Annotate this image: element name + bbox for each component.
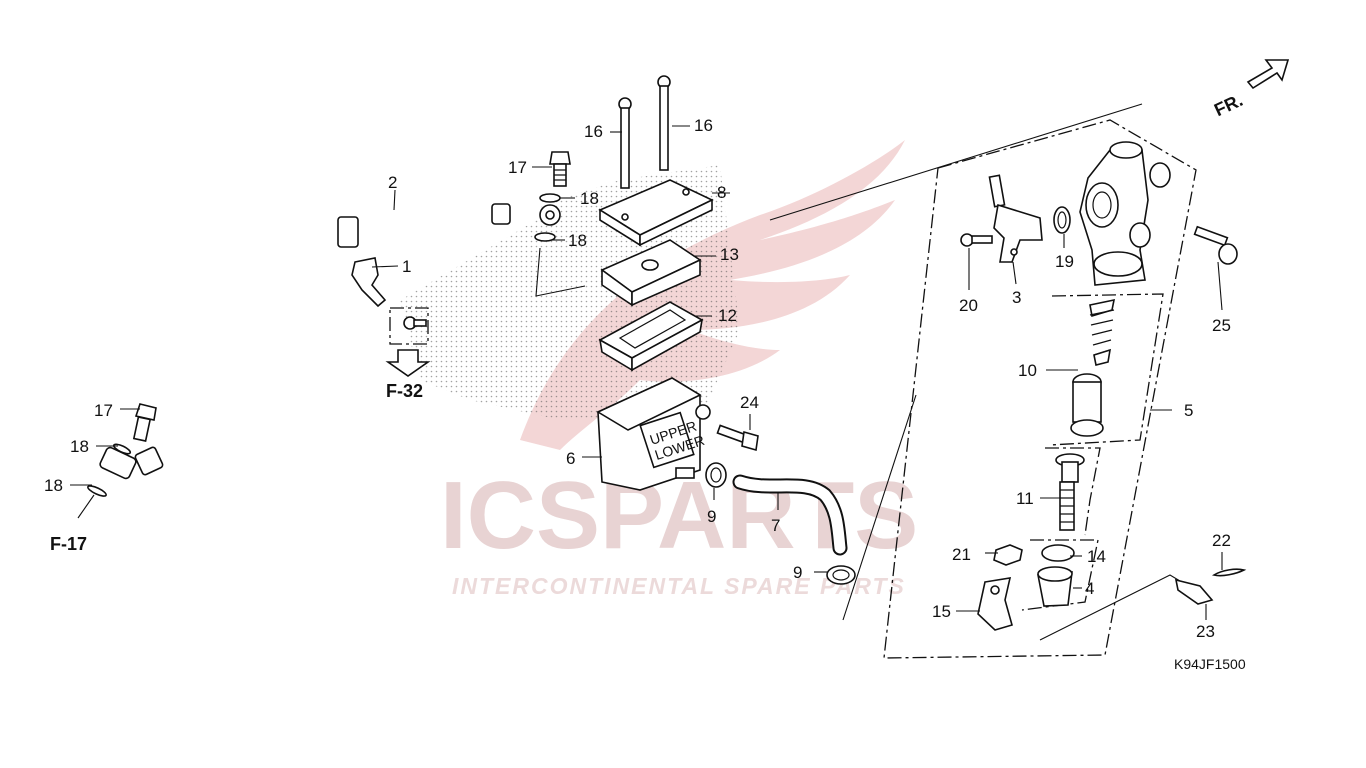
oil-bolt-lower	[132, 403, 157, 442]
lock-nut	[993, 544, 1023, 566]
callout-5: 5	[1184, 401, 1193, 420]
callout-1: 1	[402, 257, 411, 276]
leader-lines	[70, 125, 1223, 620]
front-direction-indicator: FR.	[1211, 59, 1290, 120]
diaphragm-plate	[600, 239, 702, 307]
callout-13: 13	[720, 245, 739, 264]
cotter-pin	[1211, 568, 1247, 577]
callout-21: 21	[952, 545, 971, 564]
master-cylinder-body	[1079, 141, 1171, 286]
callout-9-lower: 9	[793, 563, 802, 582]
reference-f17[interactable]: F-17	[50, 534, 87, 554]
mounting-screw	[389, 307, 429, 345]
callout-15: 15	[932, 602, 951, 621]
oil-bolt-upper	[549, 151, 571, 187]
reservoir: UPPER LOWER	[596, 377, 711, 491]
front-direction-label: FR.	[1211, 90, 1246, 120]
f32-arrow	[385, 349, 431, 377]
joint-fitting	[988, 174, 1043, 263]
callout-9-upper: 9	[707, 507, 716, 526]
reference-f32[interactable]: F-32	[386, 381, 423, 401]
callout-4: 4	[1085, 579, 1094, 598]
diagram-code: K94JF1500	[1174, 656, 1246, 672]
callout-18-lower-a: 18	[70, 437, 89, 456]
banjo-fitting-lower	[99, 446, 137, 480]
callout-19: 19	[1055, 252, 1074, 271]
o-ring	[1053, 206, 1071, 234]
callout-17-lower: 17	[94, 401, 113, 420]
callout-24: 24	[740, 393, 759, 412]
reservoir-cap	[598, 179, 714, 247]
callout-3: 3	[1012, 288, 1021, 307]
callout-17-upper: 17	[508, 158, 527, 177]
joint-screw	[960, 233, 993, 247]
callout-16-left: 16	[584, 122, 603, 141]
push-rod	[1055, 453, 1085, 531]
reservoir-bolts	[618, 75, 671, 189]
callout-18-lower-b: 18	[44, 476, 63, 495]
diaphragm	[598, 301, 704, 372]
front-arrow-icon	[1246, 59, 1290, 90]
sealing-washers	[87, 193, 561, 497]
callout-23: 23	[1196, 622, 1215, 641]
clevis	[977, 577, 1013, 631]
brake-hose	[114, 203, 551, 476]
callout-18-upper-a: 18	[580, 189, 599, 208]
piston	[1070, 373, 1104, 437]
callout-10: 10	[1018, 361, 1037, 380]
reservoir-bolt	[716, 424, 759, 452]
callout-11: 11	[1016, 489, 1034, 508]
clevis-pin	[1174, 578, 1214, 605]
boot	[1037, 566, 1073, 607]
callout-20: 20	[959, 296, 978, 315]
piston-spring	[1089, 298, 1116, 366]
mounting-bolt	[1193, 225, 1238, 265]
hose-clip-upper	[705, 462, 727, 488]
hose-clamp	[351, 257, 387, 308]
boot-ring	[1041, 544, 1075, 562]
callout-12: 12	[718, 306, 737, 325]
callout-14: 14	[1087, 547, 1106, 566]
reservoir-hose	[732, 474, 848, 556]
callout-22: 22	[1212, 531, 1231, 550]
callout-16-right: 16	[694, 116, 713, 135]
hose-clip-lower	[826, 565, 856, 585]
callout-8: 8	[717, 183, 726, 202]
callout-18-upper-b: 18	[568, 231, 587, 250]
callout-2: 2	[388, 173, 397, 192]
callout-6: 6	[566, 449, 575, 468]
callout-25: 25	[1212, 316, 1231, 335]
callout-numbers: 1 2 3 4 5 6 7 8 9 9 10 11 12 13 14 15 16…	[44, 116, 1231, 641]
callout-7: 7	[771, 516, 780, 535]
banjo-fitting-upper	[539, 204, 561, 226]
